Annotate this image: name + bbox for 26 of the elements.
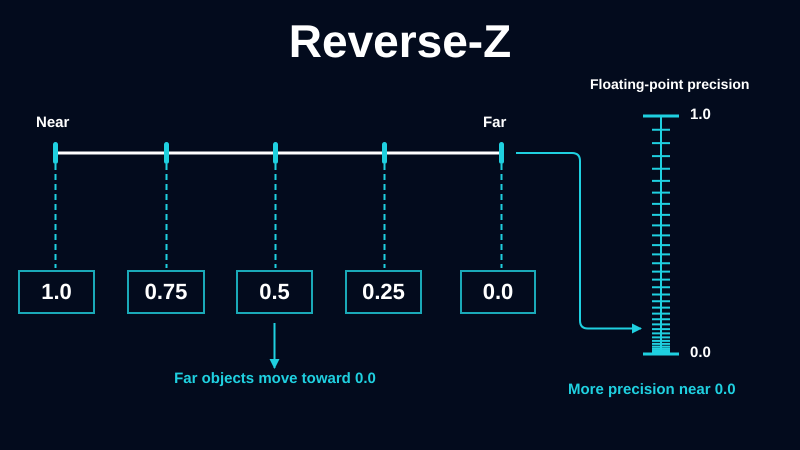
dashed-connector — [274, 164, 276, 268]
end-label: Near — [36, 114, 70, 131]
dashed-connector — [384, 164, 386, 268]
dashed-connector — [54, 164, 56, 268]
arrow — [516, 152, 642, 334]
value-box: 0.75 — [127, 270, 205, 314]
tick-mark — [499, 142, 504, 164]
value-box: 0.25 — [345, 270, 422, 314]
value-box: 0.5 — [236, 270, 313, 314]
caption-text: Far objects move toward 0.0 — [155, 370, 395, 390]
tick-mark — [164, 142, 169, 164]
tick-mark — [273, 142, 278, 164]
precision-scale — [643, 112, 679, 358]
value-box: 1.0 — [18, 270, 95, 314]
dashed-connector — [166, 164, 168, 268]
caption-text: More precision near 0.0 — [568, 381, 736, 398]
tick-mark — [53, 142, 58, 164]
scale-value: 0.0 — [690, 344, 711, 361]
dashed-connector — [500, 164, 502, 268]
tick-mark — [382, 142, 387, 164]
scale-value: 1.0 — [690, 106, 711, 123]
title: Reverse-Z — [288, 14, 512, 68]
end-label: Far — [483, 114, 506, 131]
scale-title: Floating-point precision — [590, 76, 750, 92]
value-box: 0.0 — [460, 270, 536, 314]
arrow — [270, 323, 280, 369]
